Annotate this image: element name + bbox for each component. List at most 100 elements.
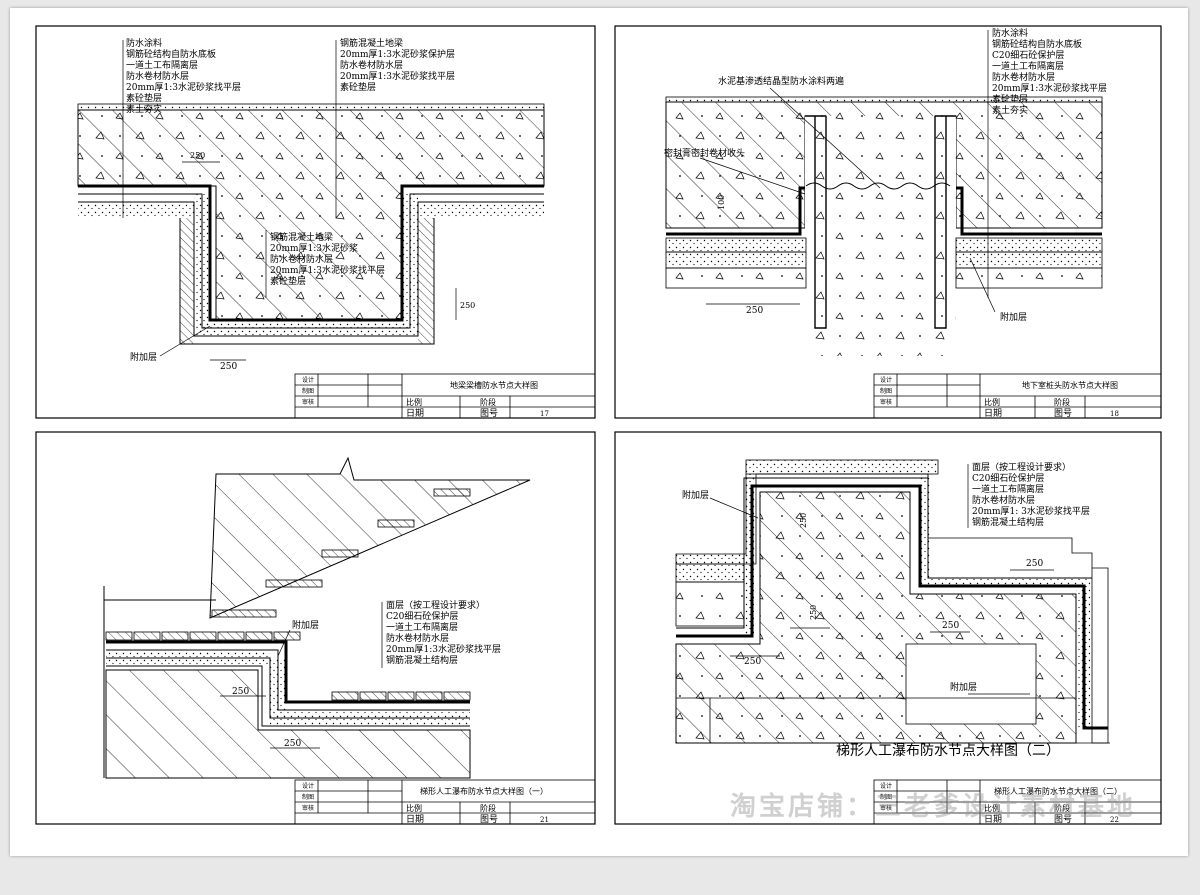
br-tb-no: 22 — [1110, 816, 1119, 824]
tr-layer-3: 一道土工布隔离层 — [992, 60, 1064, 72]
tl-tb-scale: 比例 — [406, 397, 422, 407]
tl-tb-no: 17 — [540, 410, 549, 418]
tl-rlayer-0: 钢筋混凝土地梁 — [340, 37, 403, 49]
tl-extra-layer-label: 附加层 — [130, 351, 157, 363]
tr-layer-1: 钢筋砼结构自防水底板 — [992, 38, 1082, 50]
tl-layer-2: 一道土工布隔离层 — [126, 59, 198, 71]
tr-layer-6: 素砼垫层 — [992, 93, 1028, 105]
tl-dim-bottom: 250 — [220, 362, 237, 372]
bl-layer-1: C20细石砼保护层 — [386, 610, 458, 622]
br-tb-drawer: 制图 — [880, 793, 892, 801]
br-layer-1: C20细石砼保护层 — [972, 472, 1044, 484]
tr-tb-no-label: 图号 — [1054, 408, 1072, 419]
tl-tb-no-label: 图号 — [480, 408, 498, 419]
tl-layer-1: 钢筋砼结构自防水底板 — [126, 48, 216, 60]
tr-tb-checker: 审核 — [880, 398, 892, 406]
bl-tb-checker: 审核 — [302, 804, 314, 812]
bl-dim-bottom: 250 — [284, 739, 301, 749]
bl-extra-layer-label: 附加层 — [292, 619, 319, 631]
tr-tb-scale: 比例 — [984, 397, 1000, 407]
drawing-page: 防水涂料 钢筋砼结构自防水底板 一道土工布隔离层 防水卷材防水层 20mm厚1:… — [10, 8, 1188, 856]
br-layer-2: 一道土工布隔离层 — [972, 483, 1044, 495]
tr-tb-drawer: 制图 — [880, 387, 892, 395]
panel-bottom-right: 面层（按工程设计要求） C20细石砼保护层 一道土工布隔离层 防水卷材防水层 2… — [614, 431, 1162, 825]
tr-layer-5: 20mm厚1:3水泥砂浆找平层 — [992, 82, 1107, 94]
bl-dim-left: 250 — [232, 687, 249, 697]
panel-bottom-left: 面层（按工程设计要求） C20细石砼保护层 一道土工布隔离层 防水卷材防水层 2… — [35, 431, 596, 825]
tl-tb-stage: 阶段 — [480, 397, 496, 407]
tl-tb-date: 日期 — [406, 408, 424, 419]
tl-dim-top: 250 — [190, 151, 205, 160]
br-layer-0: 面层（按工程设计要求） — [972, 461, 1071, 473]
br-dim-d: 250 — [799, 513, 808, 528]
br-tb-stage: 阶段 — [1054, 803, 1070, 813]
tl-mlayer-1: 20mm厚1:3水泥砂浆 — [270, 242, 358, 254]
bl-tb-designer: 设计 — [302, 782, 314, 790]
watermark: 淘宝店铺：三老爹设计素材基地 — [730, 792, 1137, 822]
br-tb-date: 日期 — [984, 814, 1002, 825]
tr-tb-date: 日期 — [984, 408, 1002, 419]
bl-tb-no-label: 图号 — [480, 814, 498, 825]
br-tb-designer: 设计 — [880, 782, 892, 790]
tl-layer-labels-left: 防水涂料 钢筋砼结构自防水底板 一道土工布隔离层 防水卷材防水层 20mm厚1:… — [126, 37, 241, 115]
tr-tb-stage: 阶段 — [1054, 397, 1070, 407]
panel-top-left: 防水涂料 钢筋砼结构自防水底板 一道土工布隔离层 防水卷材防水层 20mm厚1:… — [35, 25, 596, 419]
br-tb-checker: 审核 — [880, 804, 892, 812]
bl-tb-stage: 阶段 — [480, 803, 496, 813]
br-caption: 梯形人工瀑布防水节点大样图（二） — [836, 743, 1060, 759]
bl-layer-3: 防水卷材防水层 — [386, 632, 449, 644]
tl-dim-right: 250 — [460, 301, 475, 310]
tr-tb-no: 18 — [1110, 410, 1119, 418]
bl-tb-no: 21 — [540, 816, 549, 824]
tl-mlayer-3: 20mm厚1:3水泥砂浆找平层 — [270, 264, 385, 276]
bl-layer-0: 面层（按工程设计要求） — [386, 599, 485, 611]
br-dim-b: 250 — [1026, 559, 1043, 569]
br-extra-layer-label-1: 附加层 — [682, 489, 709, 501]
bl-tb-date: 日期 — [406, 814, 424, 825]
tl-layer-5: 素砼垫层 — [126, 92, 162, 104]
panel-top-right: 防水涂料 钢筋砼结构自防水底板 C20细石砼保护层 一道土工布隔离层 防水卷材防… — [614, 25, 1162, 419]
bl-tb-drawer: 制图 — [302, 793, 314, 801]
bl-tb-title: 梯形人工瀑布防水节点大样图（一） — [420, 786, 548, 796]
tr-tb-title: 地下室桩头防水节点大样图 — [1022, 380, 1118, 390]
bl-tb-scale: 比例 — [406, 803, 422, 813]
br-extra-layer-label-2: 附加层 — [950, 681, 977, 693]
tl-rlayer-4: 素砼垫层 — [340, 81, 376, 93]
br-layer-5: 钢筋混凝土结构层 — [972, 516, 1044, 528]
tl-layer-labels-right: 钢筋混凝土地梁 20mm厚1:3水泥砂浆保护层 防水卷材防水层 20mm厚1:3… — [340, 37, 455, 93]
cad-sheet: 防水涂料 钢筋砼结构自防水底板 一道土工布隔离层 防水卷材防水层 20mm厚1:… — [35, 25, 1162, 825]
br-dim-c: 250 — [942, 621, 959, 631]
tl-mlayer-0: 钢筋混凝土地梁 — [270, 231, 333, 243]
tl-rlayer-2: 防水卷材防水层 — [340, 59, 403, 71]
tl-rlayer-1: 20mm厚1:3水泥砂浆保护层 — [340, 48, 455, 60]
tl-tb-title: 地梁梁槽防水节点大样图 — [450, 380, 538, 390]
tl-tb-drawer: 制图 — [302, 387, 314, 395]
tr-tb-designer: 设计 — [880, 376, 892, 384]
tr-dim-vertical: 100 — [717, 195, 726, 210]
tl-layer-3: 防水卷材防水层 — [126, 70, 189, 82]
br-dim-e: 250 — [809, 605, 818, 620]
tl-mlayer-2: 防水卷材防水层 — [270, 253, 333, 265]
tl-mlayer-4: 素砼垫层 — [270, 275, 306, 287]
tr-seal-label: 密封膏密封卷材收头 — [664, 147, 745, 159]
tl-layer-labels-mid: 钢筋混凝土地梁 20mm厚1:3水泥砂浆 防水卷材防水层 20mm厚1:3水泥砂… — [270, 231, 385, 287]
br-layer-4: 20mm厚1: 3水泥砂浆找平层 — [972, 505, 1090, 517]
tl-layer-6: 素土夯实 — [126, 103, 162, 115]
bl-layer-5: 钢筋混凝土结构层 — [386, 654, 458, 666]
tr-layer-2: C20细石砼保护层 — [992, 49, 1064, 61]
tr-layer-4: 防水卷材防水层 — [992, 71, 1055, 83]
tl-tb-designer: 设计 — [302, 376, 314, 384]
br-tb-no-label: 图号 — [1054, 814, 1072, 825]
bl-layer-4: 20mm厚1:3水泥砂浆找平层 — [386, 643, 501, 655]
bl-layer-2: 一道土工布隔离层 — [386, 621, 458, 633]
br-layer-3: 防水卷材防水层 — [972, 494, 1035, 506]
br-tb-scale: 比例 — [984, 803, 1000, 813]
br-tb-title: 梯形人工瀑布防水节点大样图（二） — [994, 786, 1122, 796]
tl-layer-4: 20mm厚1:3水泥砂浆找平层 — [126, 81, 241, 93]
tr-dim-bottom: 250 — [746, 306, 763, 316]
tr-crystal-label: 水泥基渗透结晶型防水涂料两遍 — [718, 75, 844, 87]
tr-layer-7: 素土夯实 — [992, 104, 1028, 116]
br-dim-a: 250 — [744, 657, 761, 667]
tr-layer-0: 防水涂料 — [992, 27, 1028, 39]
tr-extra-layer-label: 附加层 — [1000, 311, 1027, 323]
